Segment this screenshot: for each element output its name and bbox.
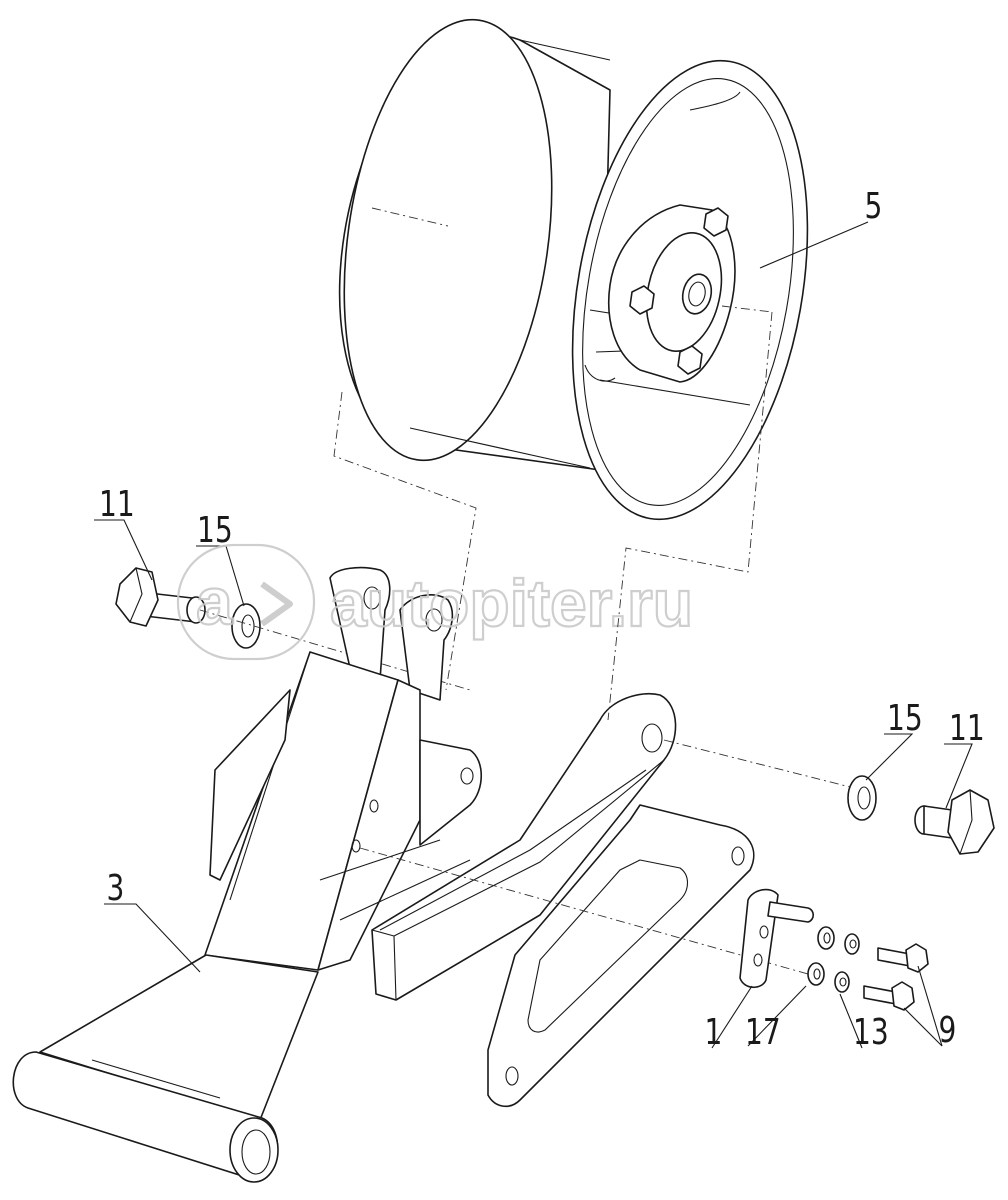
watermark: a autopiter.ru [176, 543, 694, 661]
callout-washer-left: 15 [197, 509, 233, 551]
watermark-text: autopiter.ru [330, 566, 693, 640]
callout-small-bolts: 9 [939, 1009, 957, 1051]
cross-members [319, 839, 471, 921]
callout-labels: 5 11 15 15 11 3 1 17 13 9 [99, 185, 985, 1053]
callout-bolt-left: 11 [99, 483, 135, 525]
callout-washer-right: 15 [887, 697, 923, 739]
assembly-lines [333, 305, 773, 721]
bolt-right [914, 789, 995, 855]
side-gusset [209, 689, 482, 881]
callout-reel: 5 [865, 185, 883, 227]
reel-drum [338, 18, 611, 471]
washers-lower [807, 962, 850, 993]
pin-plate [739, 888, 815, 989]
callout-bracket-arm: 3 [107, 867, 125, 909]
upright-plates [329, 566, 454, 701]
washer-left [231, 603, 261, 649]
callout-flat-washer: 17 [745, 1011, 781, 1053]
leader-lines [94, 221, 973, 1049]
watermark-logo-letter: a [196, 564, 234, 638]
right-arm [371, 693, 677, 1001]
main-channel [204, 651, 421, 971]
washer-right [847, 775, 877, 821]
mounting-plate [487, 804, 755, 1108]
bolt-left [115, 567, 206, 627]
callout-spring-washer: 13 [853, 1011, 889, 1053]
bracket-arm [12, 954, 319, 1183]
callout-pin-plate: 1 [705, 1011, 723, 1053]
callout-bolt-right: 11 [949, 707, 985, 749]
small-bolts [863, 943, 929, 1011]
washers-upper [817, 926, 860, 955]
reel-hub [607, 204, 736, 383]
hub-bolt-heads [629, 207, 729, 375]
